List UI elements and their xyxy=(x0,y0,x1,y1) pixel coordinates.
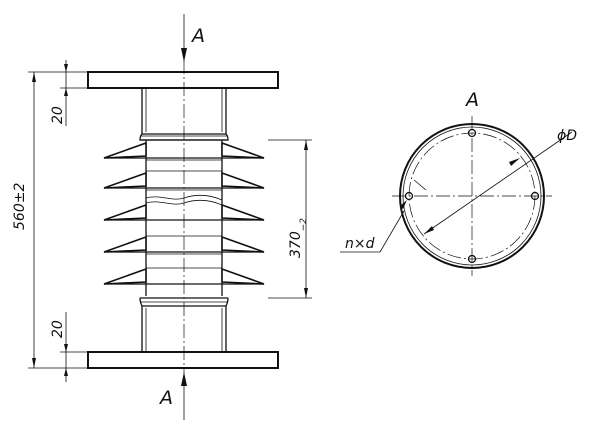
bolt-hole-top xyxy=(467,128,477,138)
bolt-hole-left xyxy=(404,191,414,201)
section-mark-bottom: A xyxy=(158,387,173,409)
dim-shed-zone xyxy=(268,139,312,299)
dim-flange-top-label: 20 xyxy=(50,106,66,124)
dim-flange-bottom-label: 20 xyxy=(50,320,66,338)
dim-total-height-label: 560±2 xyxy=(12,183,28,230)
dim-bolt-circle-label: ϕD xyxy=(557,128,577,144)
dim-bolt-circle xyxy=(423,131,573,235)
dim-flange-bottom xyxy=(60,312,88,382)
dim-total-height xyxy=(28,71,88,369)
section-view-a: A ϕD n×d xyxy=(340,89,577,276)
section-view-label: A xyxy=(464,89,479,111)
dim-shed-zone-label: 370−2 xyxy=(288,218,309,258)
section-mark-top: A xyxy=(190,25,205,47)
section-arrow-top xyxy=(181,14,187,62)
bolt-hole-bottom xyxy=(467,254,477,264)
dim-holes-leader xyxy=(340,179,427,253)
section-arrow-bottom xyxy=(181,372,187,420)
bolt-hole-right xyxy=(530,191,540,201)
bottom-flange-plate xyxy=(87,351,279,369)
dim-holes-label: n×d xyxy=(345,236,375,252)
insulator-front-view: A A 560±2 20 20 xyxy=(12,14,312,420)
top-flange-plate xyxy=(87,71,279,89)
dim-flange-top xyxy=(60,60,88,126)
